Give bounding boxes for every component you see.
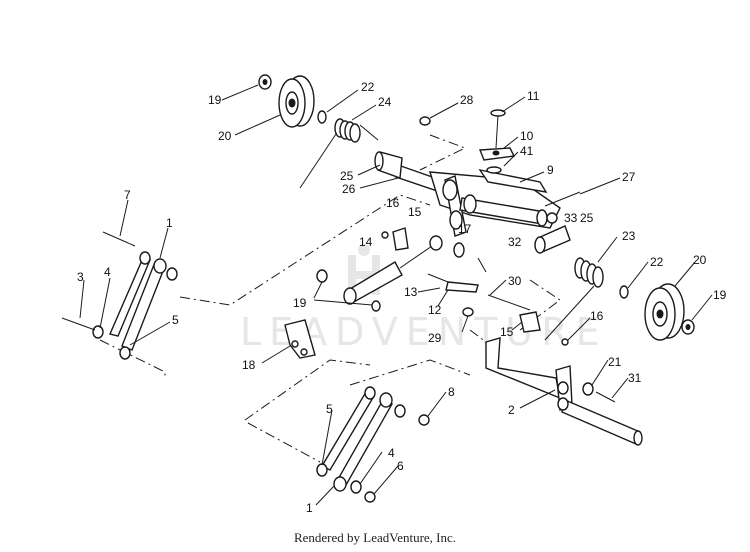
callout-21: 21 xyxy=(608,355,622,369)
callout-29: 29 xyxy=(428,331,442,345)
callout-16: 16 xyxy=(590,309,604,323)
callout-11: 11 xyxy=(527,89,540,103)
washer-41 xyxy=(486,166,502,174)
damper-14 xyxy=(316,235,443,312)
spacer-17 xyxy=(453,242,487,273)
mount-12 xyxy=(427,273,479,293)
callout-25: 25 xyxy=(340,169,354,183)
callout-24: 24 xyxy=(378,95,392,109)
washer-22-upper xyxy=(317,110,327,124)
washer-22-right xyxy=(619,285,629,299)
callout-16: 16 xyxy=(386,196,400,210)
bolt-31 xyxy=(595,391,616,403)
wing-nut-10 xyxy=(478,147,516,161)
pin-16-lower xyxy=(561,338,569,346)
callout-5: 5 xyxy=(172,313,179,327)
bracket-15-lower xyxy=(519,311,541,333)
pivot-bracket-9 xyxy=(429,168,561,237)
bushing-19-upper xyxy=(258,74,272,90)
callout-13: 13 xyxy=(404,285,418,299)
callout-19: 19 xyxy=(208,93,222,107)
callout-4: 4 xyxy=(104,265,111,279)
nut-29 xyxy=(462,307,474,317)
callout-23: 23 xyxy=(622,229,636,243)
callout-6: 6 xyxy=(397,459,404,473)
nut-6 xyxy=(364,491,376,503)
callout-3: 3 xyxy=(77,270,84,284)
crank-arm-2 xyxy=(485,337,643,446)
nut-8 xyxy=(418,414,430,426)
callout-26: 26 xyxy=(342,182,356,196)
link-5-lower xyxy=(316,386,376,477)
callout-8: 8 xyxy=(448,385,455,399)
pin-16-upper xyxy=(381,231,389,239)
link-4-upper xyxy=(92,251,151,339)
callout-2: 2 xyxy=(508,403,515,417)
spring-24 xyxy=(299,118,379,189)
callout-1: 1 xyxy=(306,501,313,515)
callout-9: 9 xyxy=(547,163,554,177)
idler-pulley-upper xyxy=(278,75,315,128)
fastener-33 xyxy=(546,212,558,224)
callout-22: 22 xyxy=(650,255,664,269)
idler-pulley-right xyxy=(644,283,685,341)
link-1-lower xyxy=(333,392,406,492)
callout-20: 20 xyxy=(218,129,232,143)
washer-21 xyxy=(582,382,594,396)
callout-20: 20 xyxy=(693,253,707,267)
callout-31: 31 xyxy=(628,371,642,385)
callout-10: 10 xyxy=(520,129,534,143)
credit-text: Rendered by LeadVenture, Inc. xyxy=(293,530,457,545)
callout-41: 41 xyxy=(520,144,534,158)
bolt-3 xyxy=(61,317,96,331)
callout-labels: 19 20 22 24 25 26 28 11 10 41 9 27 33 25… xyxy=(77,80,727,515)
callout-12: 12 xyxy=(428,303,442,317)
nut-28 xyxy=(419,116,431,126)
callout-30: 30 xyxy=(508,274,522,288)
callout-27: 27 xyxy=(622,170,636,184)
callout-7: 7 xyxy=(124,188,131,202)
callout-5: 5 xyxy=(326,402,333,416)
callout-15: 15 xyxy=(500,325,514,339)
callout-32: 32 xyxy=(508,235,522,249)
callout-17: 17 xyxy=(458,222,472,236)
bracket-15-upper xyxy=(392,227,409,251)
callout-4: 4 xyxy=(388,446,395,460)
callout-1: 1 xyxy=(166,216,173,230)
callout-25: 25 xyxy=(580,211,594,225)
bushing-19-right xyxy=(681,319,695,335)
callout-22: 22 xyxy=(361,80,375,94)
callout-19: 19 xyxy=(713,288,727,302)
callout-19: 19 xyxy=(293,296,307,310)
washer-4-lower xyxy=(350,480,362,494)
callout-18: 18 xyxy=(242,358,256,372)
bracket-18 xyxy=(284,319,316,359)
callout-leaders xyxy=(79,84,713,506)
callout-15: 15 xyxy=(408,205,422,219)
bolt-27 xyxy=(544,191,581,207)
spring-23 xyxy=(544,257,604,341)
bolt-11 xyxy=(490,109,506,149)
bolt-7 xyxy=(102,231,136,247)
callout-28: 28 xyxy=(460,93,474,107)
shaft-30 xyxy=(487,294,531,311)
callout-33: 33 xyxy=(564,211,578,225)
spacer-25-right xyxy=(534,225,571,254)
link-1-upper xyxy=(119,258,178,360)
callout-14: 14 xyxy=(359,235,373,249)
